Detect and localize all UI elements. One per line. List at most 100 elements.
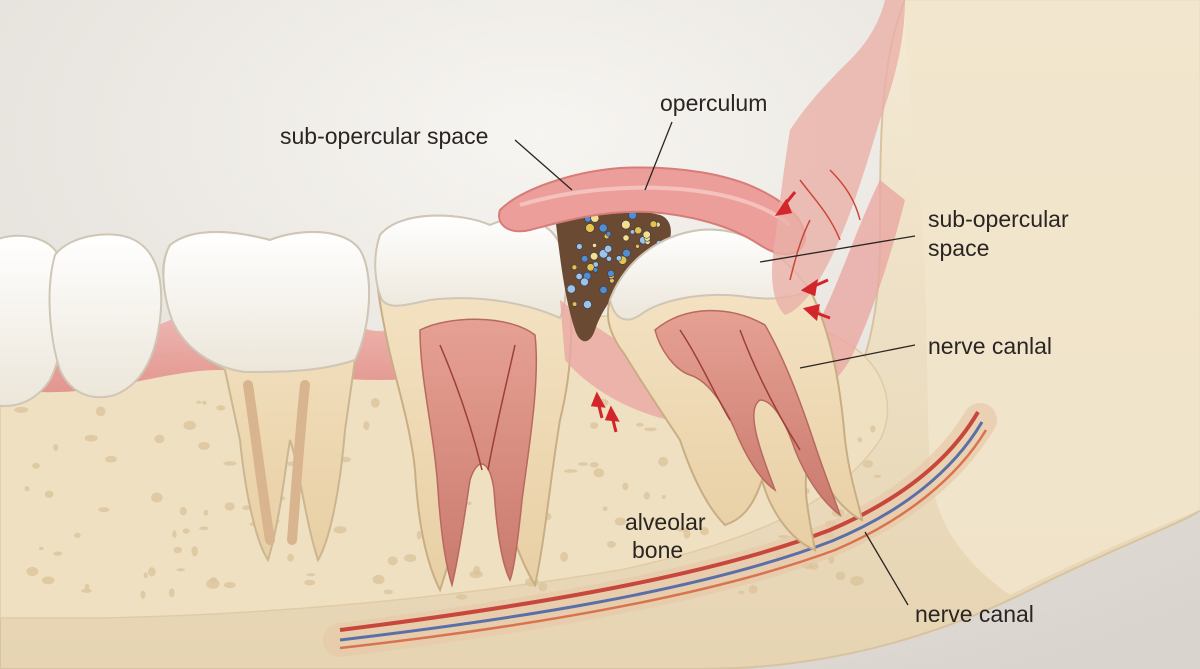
label-sub-opercular-right-2: space: [928, 235, 989, 261]
tooth-5-impacted: [606, 228, 864, 552]
bacteria-dot: [605, 231, 612, 237]
bacteria-dot: [622, 234, 630, 242]
bone-pore: [748, 585, 758, 594]
bacteria-dot: [615, 255, 622, 262]
bacteria-dot: [635, 244, 640, 249]
bone-pore: [648, 518, 661, 522]
bone-pore: [183, 420, 197, 430]
bone-pore: [469, 570, 484, 579]
label-nerve-canal-upper: nerve canlal: [928, 333, 1052, 359]
leader-sub-opercular-right: [759, 235, 916, 263]
bone-pore: [84, 583, 90, 591]
label-operculum: operculum: [660, 90, 767, 116]
bone-pore: [538, 582, 548, 592]
bacteria-dot: [575, 272, 583, 280]
bone-pore: [206, 578, 220, 589]
bone-pore: [105, 455, 117, 463]
bone-pore: [26, 566, 39, 577]
bone-pore: [778, 535, 789, 539]
bone-pore: [643, 492, 650, 500]
bone-pore: [593, 468, 605, 478]
leader-nerve-canal-upper: [799, 344, 916, 369]
bacteria-dot: [583, 300, 592, 309]
bacteria-dot: [580, 277, 589, 287]
bacteria-dot: [599, 285, 608, 294]
jaw-ramus: [905, 0, 1200, 595]
bone-pore: [242, 505, 251, 511]
bacteria-dot: [604, 244, 613, 253]
nerve-canal-vein: [339, 421, 984, 642]
inflammation-arrows: [590, 191, 831, 433]
nerve-canal-artery: [339, 410, 980, 632]
bone-pore: [191, 546, 198, 557]
bacteria-dot: [649, 220, 658, 228]
inflamed-tissue: [772, 0, 905, 315]
bone-pore: [455, 594, 468, 600]
bone-pore: [387, 556, 398, 566]
bacteria-dot: [586, 263, 595, 272]
bone-pore: [849, 576, 864, 586]
bone-pore: [306, 573, 316, 577]
bone-pore: [676, 527, 688, 532]
bone-pore: [873, 474, 882, 478]
tooth-3: [162, 231, 370, 563]
bone-pore: [53, 551, 63, 556]
bone-pore: [563, 469, 578, 473]
bacteria-dot: [589, 252, 599, 261]
bone-pore: [14, 406, 29, 413]
operculum-highlight: [519, 185, 792, 227]
bone-pore: [466, 501, 472, 506]
bone-pore: [196, 400, 202, 404]
label-alveolar-1: alveolar: [625, 509, 706, 535]
bone-pore: [590, 422, 599, 429]
bone-pore: [168, 588, 175, 598]
bone-pore: [24, 486, 30, 492]
bone-pore: [179, 506, 187, 516]
bone-pore: [203, 509, 209, 516]
bone-pore: [39, 546, 44, 551]
bone-pore: [560, 551, 569, 562]
bone-pore: [81, 588, 92, 593]
bone-pore: [95, 406, 106, 417]
bone-pore: [658, 456, 668, 467]
bacteria-dot: [576, 243, 583, 250]
bone-pore: [602, 506, 608, 512]
bone-pore: [644, 427, 657, 432]
tooth-4: [374, 214, 573, 593]
bone-pore: [607, 540, 616, 548]
bone-pore: [176, 568, 185, 572]
bacteria-dot: [598, 223, 608, 233]
bone-pore: [870, 425, 876, 433]
bone-pore: [182, 528, 190, 534]
bone-pore: [53, 444, 59, 452]
leader-lines: [514, 121, 916, 606]
bone-pore: [835, 571, 846, 581]
bone-pore: [614, 517, 627, 526]
label-sub-opercular-left: sub-opercular space: [280, 123, 488, 149]
bone-pore: [363, 421, 370, 431]
leader-operculum: [644, 121, 673, 191]
bone-pore: [738, 590, 745, 595]
bone-pore: [304, 579, 316, 586]
bone-pore: [404, 554, 417, 563]
bone-pore: [32, 462, 40, 469]
inflamed-vessels: [789, 169, 861, 281]
bacteria-dot: [585, 223, 595, 233]
label-sub-opercular-right-1: sub-opercular: [928, 206, 1069, 232]
label-alveolar-2: bone: [632, 537, 683, 563]
bone-pore: [287, 553, 294, 562]
bone-pore: [857, 437, 863, 443]
leader-nerve-canal-lower: [864, 531, 909, 606]
bone-pore: [173, 546, 182, 554]
bone-pore: [74, 532, 81, 538]
bone-pore: [224, 581, 236, 589]
bacteria-dot: [581, 255, 589, 263]
bone-pore: [372, 574, 385, 585]
bone-pore: [683, 529, 691, 539]
bacteria-dot: [607, 269, 615, 278]
bacteria-dot: [642, 230, 651, 239]
bone-pore: [622, 482, 629, 491]
bacteria-dot: [592, 242, 597, 248]
bone-pore: [41, 576, 55, 585]
bacteria-dot: [571, 301, 578, 307]
